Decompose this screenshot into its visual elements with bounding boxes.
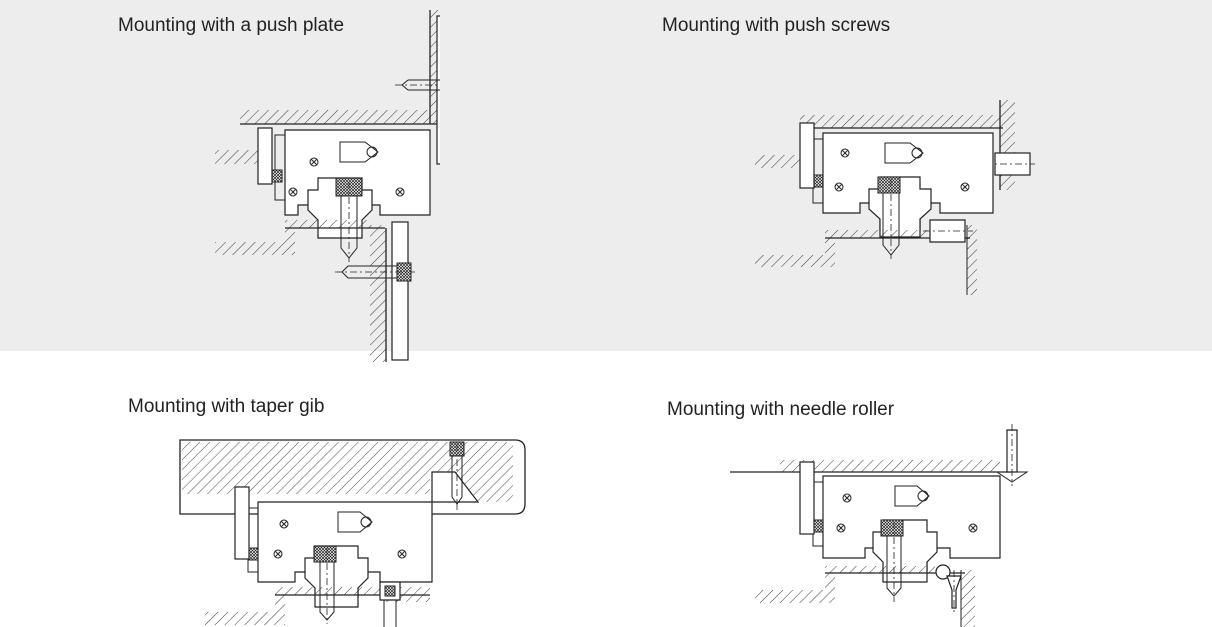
taper-gib xyxy=(431,471,480,503)
caption-needle-roller: Mounting with needle roller xyxy=(667,399,895,420)
needle-roller-mounting-diagram xyxy=(730,424,1029,627)
push-screw-lower xyxy=(929,219,966,243)
base-hatching xyxy=(215,220,370,255)
left-table-hatching xyxy=(215,150,260,164)
table-hatching xyxy=(800,115,1000,128)
push-plate-mounting-diagram xyxy=(215,10,440,362)
table-hatching xyxy=(240,110,430,124)
caption-taper-gib: Mounting with taper gib xyxy=(128,396,325,417)
caption-push-plate: Mounting with a push plate xyxy=(118,15,345,36)
taper-gib-mounting-diagram xyxy=(179,439,526,627)
push-screws-mounting-diagram xyxy=(755,100,1035,295)
caption-push-screws: Mounting with push screws xyxy=(662,15,891,36)
table-outline xyxy=(179,439,526,515)
lower-push-plate xyxy=(391,221,409,361)
